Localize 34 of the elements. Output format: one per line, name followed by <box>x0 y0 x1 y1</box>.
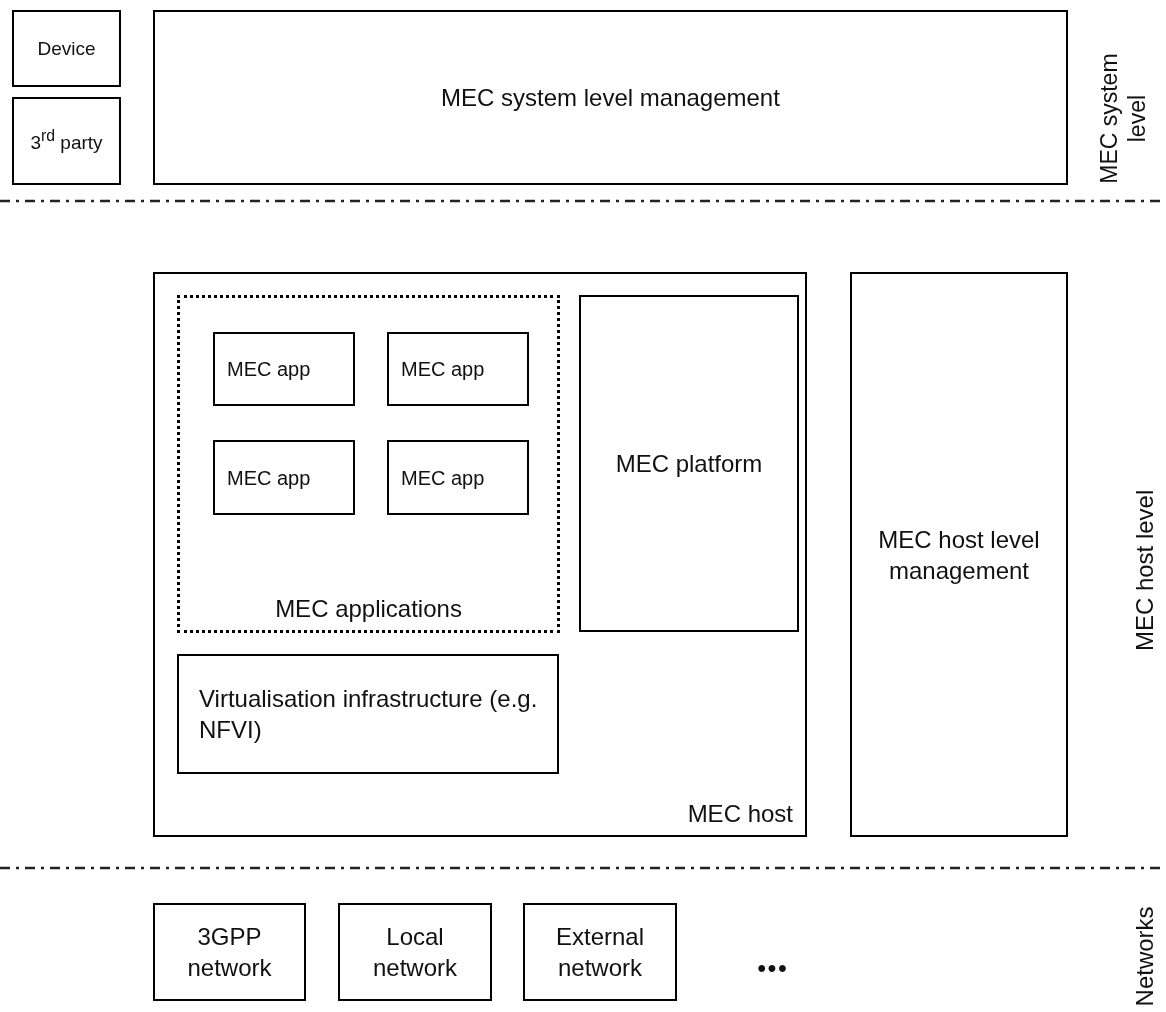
box-label: Local network <box>371 921 458 983</box>
box-label: Virtualisation infrastructure (e.g. NFVI) <box>199 683 539 745</box>
box-label: 3$^{rd}$ party <box>29 126 104 155</box>
component-box <box>213 440 355 515</box>
box-label: MEC applications <box>274 593 463 624</box>
block-box <box>153 903 306 1001</box>
component-box <box>387 332 529 406</box>
component-box <box>387 440 529 515</box>
box-label: MEC platform <box>614 448 764 479</box>
box-label: 3GPP network <box>186 921 273 983</box>
box-label: MEC app <box>401 465 485 491</box>
box-label: MEC app <box>227 465 311 491</box>
box-label: MEC app <box>401 357 485 382</box>
component-box <box>213 332 355 406</box>
level-label: MEC system level <box>1096 52 1151 186</box>
level-label: MEC host level <box>1130 488 1159 653</box>
box-label: MEC app <box>227 357 311 382</box>
block-box <box>153 272 807 837</box>
block-box <box>12 10 121 87</box>
box-label: MEC host <box>687 798 793 829</box>
component-box <box>579 295 799 632</box>
box-label: External network <box>554 921 645 983</box>
group-box <box>177 295 560 633</box>
box-label: Device <box>36 36 97 61</box>
box-label: MEC host level management <box>877 524 1041 586</box>
component-box <box>177 654 559 774</box>
block-box <box>850 272 1068 837</box>
block-box <box>523 903 677 1001</box>
block-box <box>153 10 1068 185</box>
level-label: Networks <box>1130 905 1159 1008</box>
block-box <box>12 97 121 185</box>
ellipsis-label: ••• <box>756 953 790 983</box>
box-label: MEC system level management <box>440 82 781 113</box>
block-box <box>338 903 492 1001</box>
